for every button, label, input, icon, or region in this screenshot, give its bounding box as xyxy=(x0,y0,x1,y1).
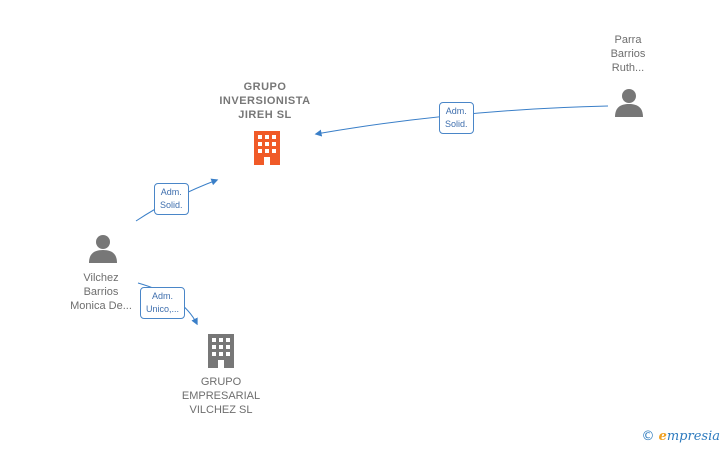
label-line: INVERSIONISTA xyxy=(219,95,311,107)
edge-label-line: Adm. xyxy=(445,106,467,116)
person-label-vilchez-monica[interactable]: Vilchez Barrios Monica De... xyxy=(70,271,132,313)
company-label-vilchez-sl[interactable]: GRUPO EMPRESARIAL VILCHEZ SL xyxy=(182,375,260,417)
person-icon[interactable] xyxy=(88,234,118,264)
edge-label-monica-vilchez-sl[interactable]: Adm. Unico,... xyxy=(140,287,186,319)
copyright-icon: © xyxy=(641,429,655,444)
edge-label-line: Adm. xyxy=(152,291,174,301)
building-icon[interactable] xyxy=(205,334,237,368)
edge-label-line: Unico,... xyxy=(146,304,180,314)
edge-label-parra-jireh[interactable]: Adm. Solid. xyxy=(439,102,474,134)
edge-label-line: Solid. xyxy=(445,119,468,129)
label-line: JIREH SL xyxy=(238,109,292,121)
edge-label-line: Adm. xyxy=(160,187,182,197)
label-line: Ruth... xyxy=(611,62,645,74)
label-line: GRUPO xyxy=(243,81,287,93)
label-line: Barrios xyxy=(83,286,119,298)
label-line: GRUPO xyxy=(200,376,242,388)
label-line: EMPRESARIAL xyxy=(181,390,261,402)
label-line: Barrios xyxy=(610,48,646,60)
person-label-parra[interactable]: Parra Barrios Ruth... xyxy=(611,33,646,75)
edge-label-line: Solid. xyxy=(160,200,183,210)
logo-text: mpresia xyxy=(666,429,720,444)
company-label-jireh[interactable]: GRUPO INVERSIONISTA JIREH SL xyxy=(219,80,310,122)
person-icon[interactable] xyxy=(614,88,644,118)
label-line: Parra xyxy=(614,34,642,46)
label-line: Vilchez xyxy=(83,272,119,284)
logo-letter: e xyxy=(658,429,667,444)
building-icon[interactable] xyxy=(251,131,283,165)
label-line: VILCHEZ SL xyxy=(189,404,253,416)
edge-label-monica-jireh[interactable]: Adm. Solid. xyxy=(154,183,189,215)
watermark-logo: © empresia xyxy=(641,429,720,444)
label-line: Monica De... xyxy=(70,300,132,312)
